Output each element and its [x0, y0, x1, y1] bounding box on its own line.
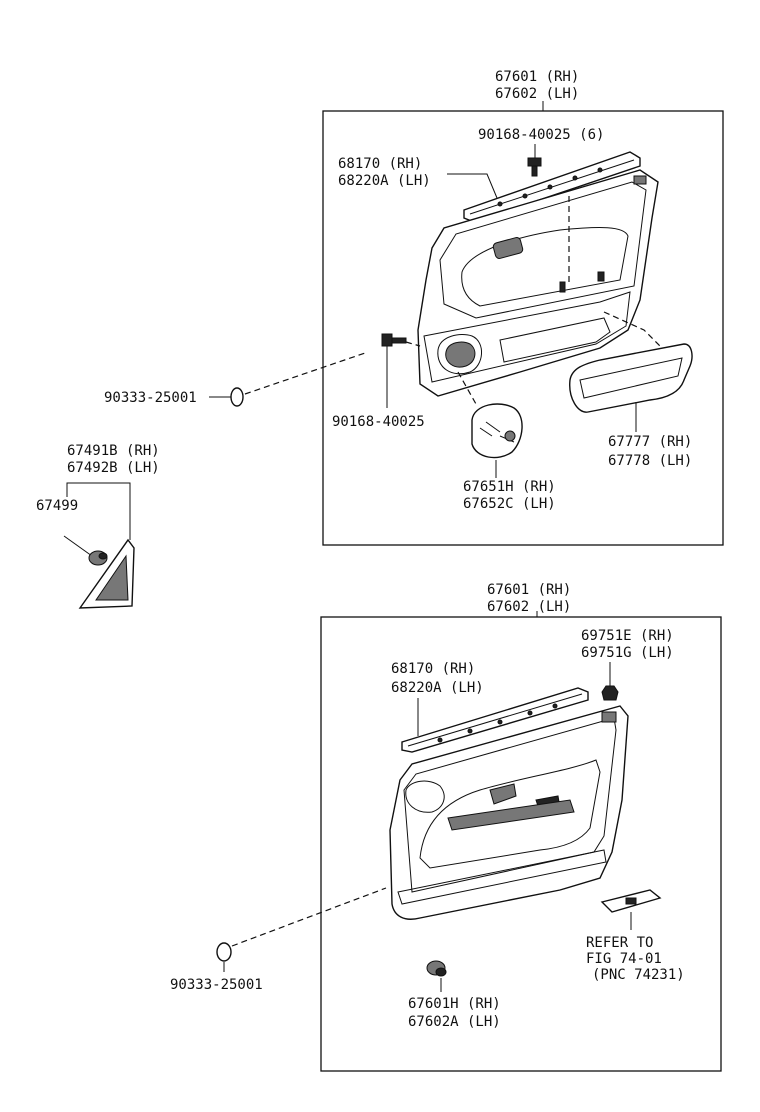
upper-grommet-dashed	[244, 351, 369, 395]
upper-pocket-dashed	[603, 311, 661, 347]
upper-moulding-strip	[463, 151, 641, 223]
lower-clip-rh: 69751E (RH)	[581, 628, 674, 644]
upper-pocket-rh: 67777 (RH)	[608, 434, 692, 450]
side-clip-part	[88, 550, 108, 566]
lower-moulding-strip	[401, 687, 589, 753]
lower-refer-line3: (PNC 74231)	[592, 967, 685, 983]
lower-cap-lh: 67602A (LH)	[408, 1014, 501, 1030]
upper-frame	[322, 110, 724, 546]
upper-cover-lh: 67652C (LH)	[463, 496, 556, 512]
lower-moulding-lh: 68220A (LH)	[391, 680, 484, 696]
lower-refer-part	[600, 889, 662, 913]
lower-assembly: 67601 (RH) 67602 (LH) 69751E (RH) 69751G…	[170, 582, 722, 1072]
upper-screw-label: 90168-40025	[332, 414, 425, 430]
lower-frame	[320, 616, 722, 1072]
side-cover-bracket	[66, 482, 131, 540]
upper-moulding-lh: 68220A (LH)	[338, 173, 431, 189]
upper-header-rh: 67601 (RH)	[495, 69, 579, 85]
lower-header-lh: 67602 (LH)	[487, 599, 571, 615]
upper-clip-part	[527, 157, 542, 177]
upper-cover-rh: 67651H (RH)	[463, 479, 556, 495]
upper-door-trim	[417, 169, 659, 397]
side-clip-leader	[63, 535, 93, 557]
lower-cap-part	[426, 960, 447, 977]
upper-header-lh: 67602 (LH)	[495, 86, 579, 102]
lower-door-trim	[389, 705, 629, 920]
upper-grommet-label: 90333-25001	[104, 390, 197, 406]
lower-refer-line2: FIG 74-01	[586, 951, 662, 967]
lower-clip-part	[601, 685, 619, 701]
lower-grommet-dashed	[231, 887, 387, 947]
upper-screw-dashed	[405, 341, 421, 347]
upper-speaker-cover	[471, 403, 523, 459]
lower-grommet-part	[216, 942, 232, 962]
lower-moulding-rh: 68170 (RH)	[391, 661, 475, 677]
lower-grommet-label: 90333-25001	[170, 977, 263, 993]
upper-moulding-leader	[447, 173, 498, 199]
upper-screw-part	[381, 333, 407, 347]
upper-cover-dashed	[457, 371, 477, 405]
lower-cap-rh: 67601H (RH)	[408, 996, 501, 1012]
upper-pocket-part	[569, 343, 693, 413]
upper-pocket-lh: 67778 (LH)	[608, 453, 692, 469]
side-cover-part	[78, 538, 135, 609]
upper-clip-label: 90168-40025 (6)	[478, 127, 604, 143]
side-assembly: 67491B (RH) 67492B (LH) 67499	[36, 443, 160, 609]
side-cover-rh: 67491B (RH)	[67, 443, 160, 459]
upper-moulding-rh: 68170 (RH)	[338, 156, 422, 172]
side-cover-lh: 67492B (LH)	[67, 460, 160, 476]
lower-header-rh: 67601 (RH)	[487, 582, 571, 598]
upper-grommet-part	[230, 387, 244, 407]
lower-refer-line1: REFER TO	[586, 935, 653, 951]
upper-assembly: 67601 (RH) 67602 (LH) 90168-40025 (6) 68…	[104, 69, 724, 546]
lower-clip-lh: 69751G (LH)	[581, 645, 674, 661]
side-clip-label: 67499	[36, 498, 78, 514]
